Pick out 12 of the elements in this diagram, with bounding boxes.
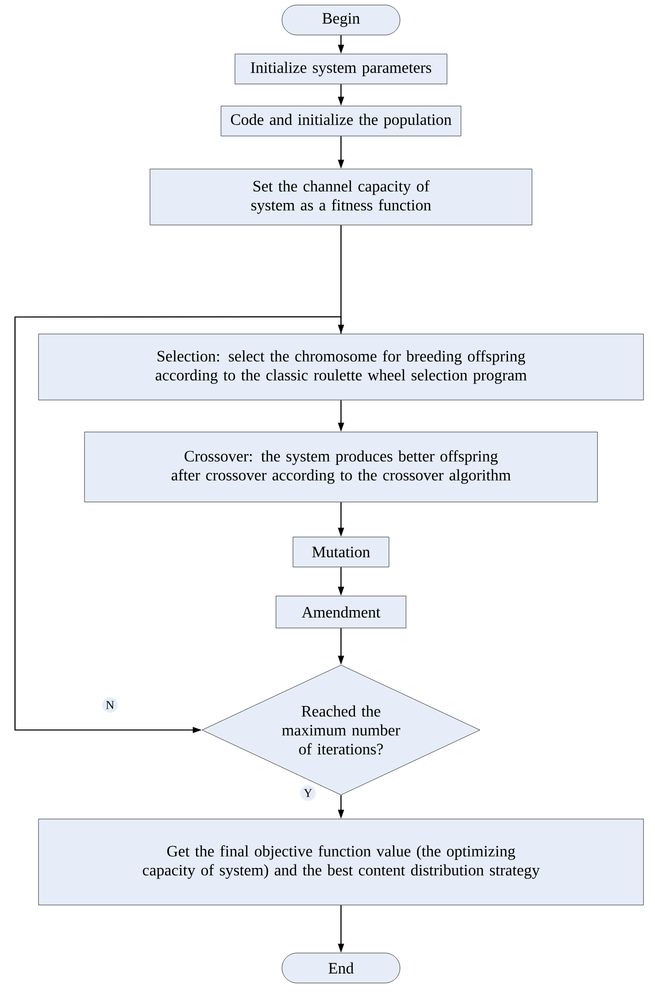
edge-label: N: [102, 697, 118, 713]
edge-label: Y: [300, 785, 316, 801]
process-box: Initialize system parameters: [234, 54, 448, 84]
process-box: Selection: select the chromosome for breeding offspring according to the classic roulette wheel selection program: [38, 334, 644, 400]
process-box: Code and initialize the population: [220, 106, 462, 136]
process-box: Mutation: [292, 536, 390, 568]
process-box: Get the final objective function value (the optimizing capacity of system) and the best content distribution strategy: [38, 818, 644, 906]
terminal-box: Begin: [282, 4, 400, 36]
process-box: Crossover: the system produces better offspring after crossover according to the crossover algorithm: [84, 432, 598, 502]
process-box: Set the channel capacity of system as a fitness function: [150, 168, 532, 226]
terminal-box: End: [282, 952, 400, 984]
process-box: Amendment: [276, 596, 406, 628]
